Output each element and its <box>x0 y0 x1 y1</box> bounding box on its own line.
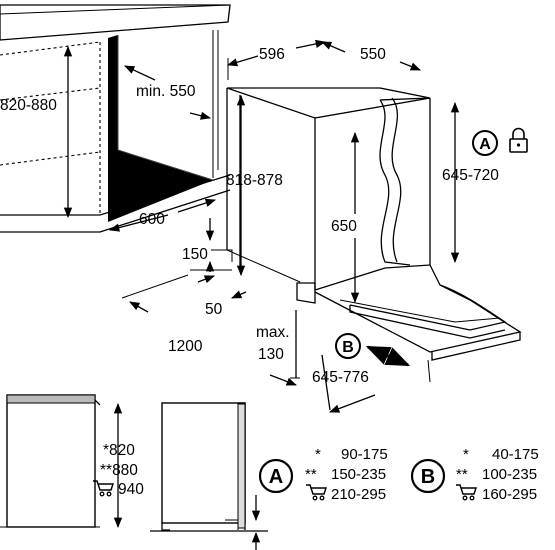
table-a-label: A <box>269 466 283 488</box>
dim-50: 50 <box>205 301 223 318</box>
dim-645-720: 645-720 <box>442 167 499 184</box>
cart-icon-a <box>305 484 327 501</box>
dim-645-776: 645-776 <box>312 369 369 386</box>
table-a-value-3: 210-295 <box>331 486 386 503</box>
side-view-profile <box>150 402 268 550</box>
dim-600: 600 <box>139 211 165 228</box>
table-a-value-2: 150-235 <box>331 466 386 483</box>
dim-650: 650 <box>331 218 357 235</box>
callout-a: A <box>472 130 498 156</box>
table-b: B * 40-175 ** 100-235 160-295 <box>410 446 539 503</box>
dim-596: 596 <box>259 46 285 63</box>
cart-icon-b <box>455 484 477 501</box>
callout-b: B <box>335 333 361 359</box>
table-b-mark-1: * <box>463 446 469 463</box>
dishwasher-body <box>211 87 522 361</box>
kitchen-niche <box>0 4 231 233</box>
dim-550-top: 550 <box>360 46 386 63</box>
callout-a-label: A <box>479 136 491 153</box>
dim-820-880: 820-880 <box>0 97 57 114</box>
dim-max-value: 130 <box>258 346 284 363</box>
dim-818-878: 818-878 <box>226 172 283 189</box>
callout-b-label: B <box>342 339 354 356</box>
table-a-mark-2: ** <box>305 466 317 483</box>
table-b-mark-2: ** <box>456 466 468 483</box>
table-b-label: B <box>421 466 435 488</box>
table-a: A * 90-175 ** 150-235 210-295 <box>258 446 388 503</box>
side-height-940: 940 <box>118 481 144 498</box>
table-b-value-1: 40-175 <box>492 446 539 463</box>
side-height-820: *820 <box>103 442 135 459</box>
dim-min-550: min. 550 <box>136 83 196 100</box>
table-b-value-3: 160-295 <box>482 486 537 503</box>
table-a-mark-1: * <box>315 446 321 463</box>
cart-icon-side <box>92 480 114 497</box>
side-height-880: **880 <box>100 462 138 479</box>
dim-150: 150 <box>182 246 208 263</box>
side-view-front <box>0 394 101 528</box>
table-b-value-2: 100-235 <box>482 466 537 483</box>
table-a-value-1: 90-175 <box>341 446 388 463</box>
dim-1200: 1200 <box>168 338 203 355</box>
dimension-lines <box>63 39 460 413</box>
lock-icon <box>509 127 528 153</box>
dim-max-label: max. <box>256 324 290 341</box>
